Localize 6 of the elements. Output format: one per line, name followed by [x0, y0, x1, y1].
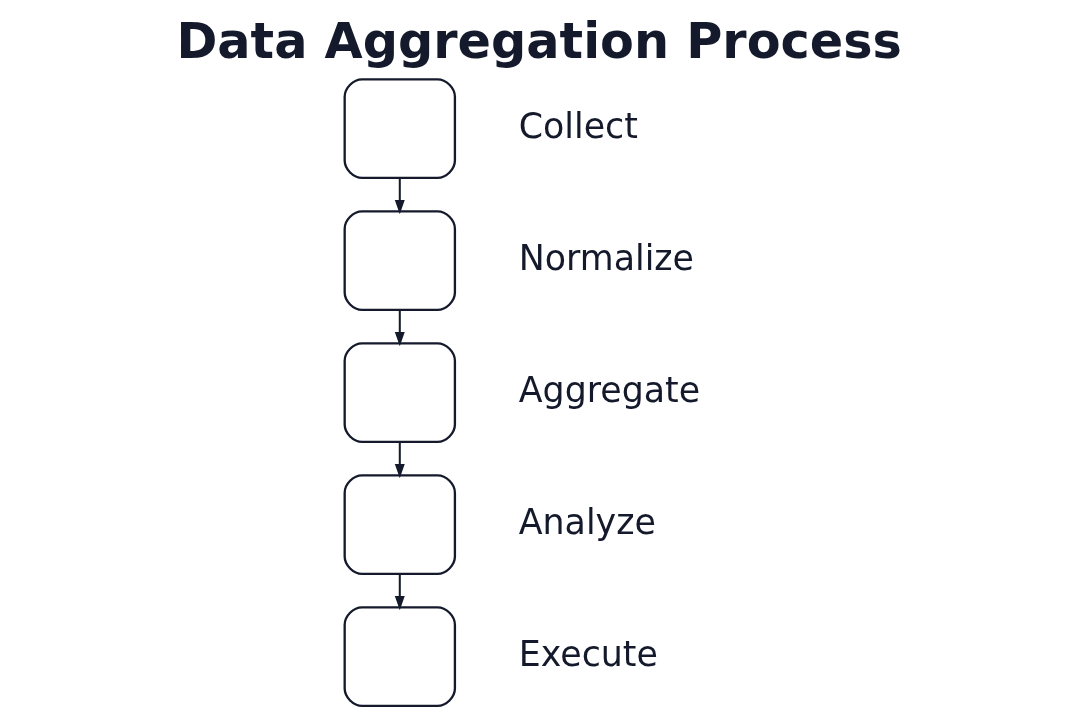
diagram-title: Data Aggregation Process	[175, 11, 902, 70]
node-label: Collect	[518, 105, 638, 146]
node-label: Normalize	[518, 237, 694, 278]
node-label: Aggregate	[518, 369, 700, 410]
node-label: Execute	[518, 633, 658, 674]
node-label: Analyze	[518, 501, 656, 542]
